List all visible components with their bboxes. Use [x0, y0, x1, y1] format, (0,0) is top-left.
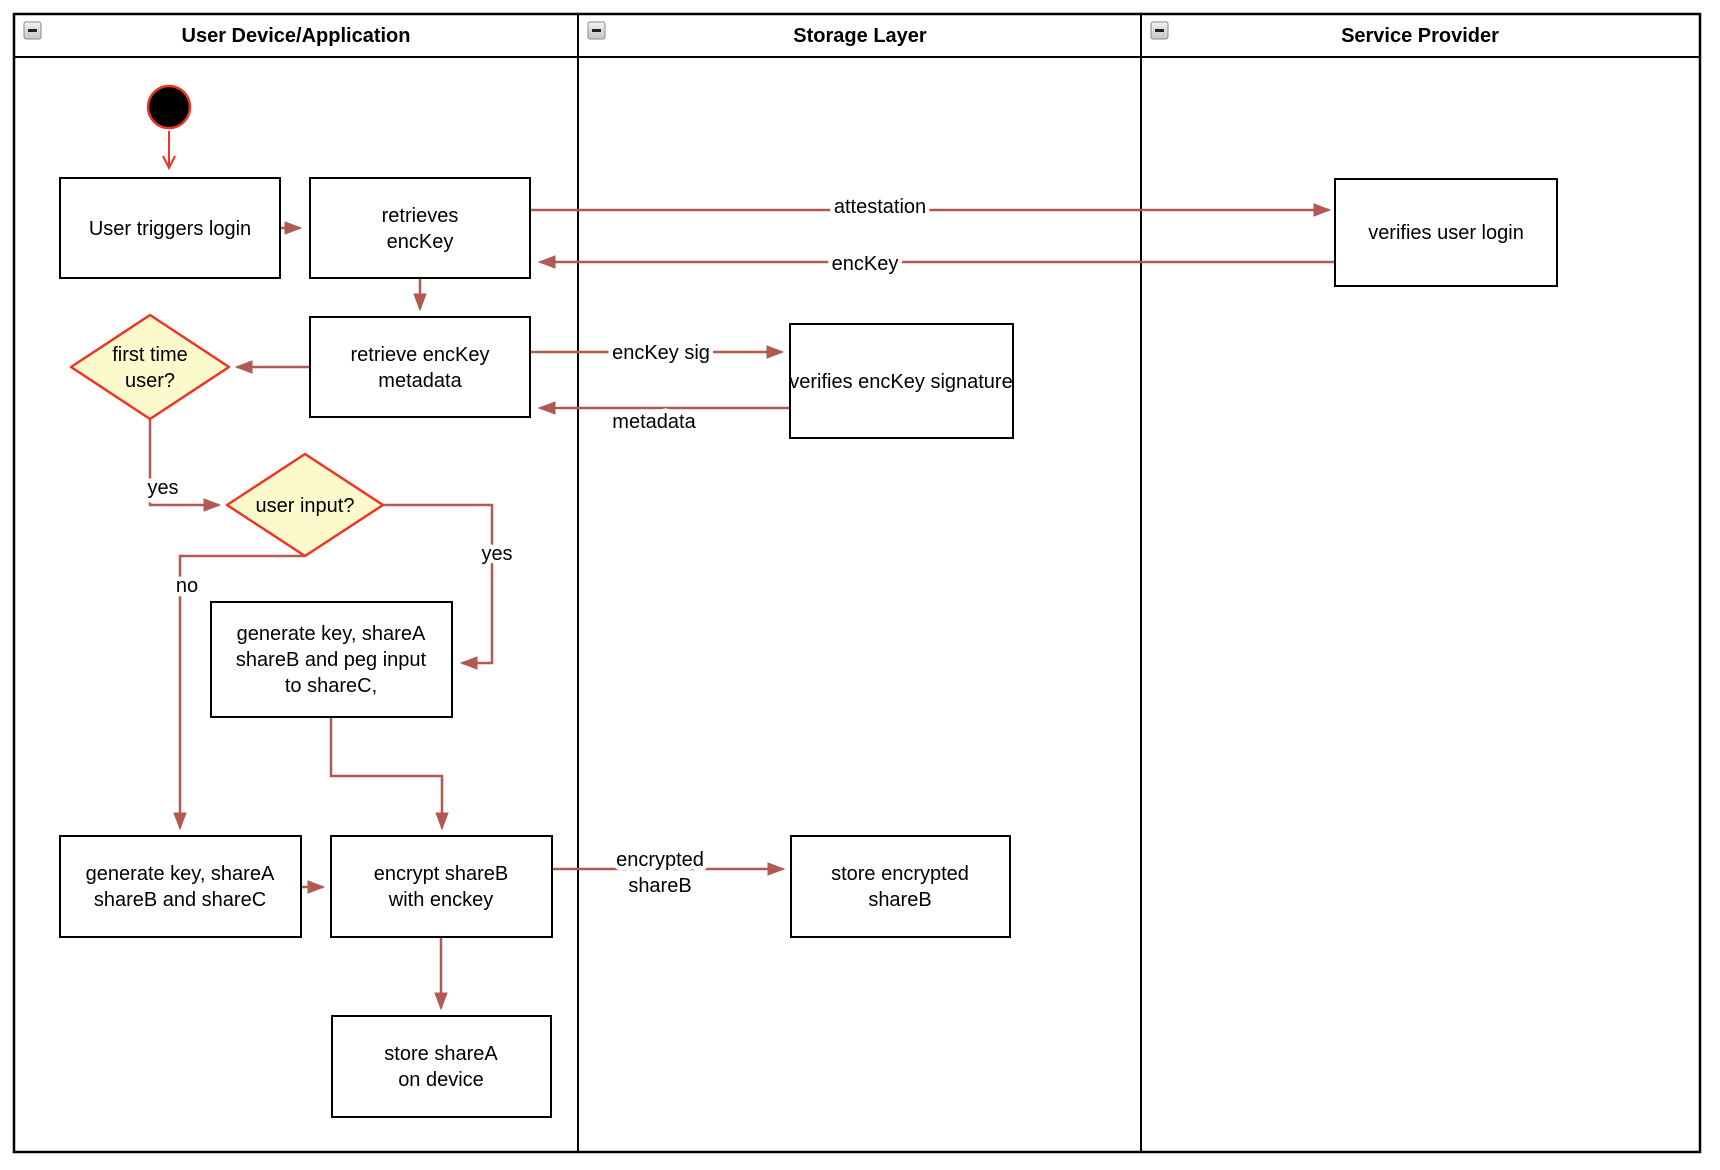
node-label-line1: generate key, shareA [237, 623, 426, 645]
node-generate-key-sharec[interactable]: generate key, shareA shareB and shareC [59, 835, 302, 938]
node-label: verifies encKey signature [789, 371, 1012, 393]
node-label-line2: shareB [868, 889, 931, 911]
node-verifies-enckey-signature[interactable]: verifies encKey signature [789, 323, 1014, 439]
edge-label-enckey-sig[interactable]: encKey sig [608, 338, 715, 369]
lane-header-service-provider[interactable]: Service Provider [1150, 21, 1499, 47]
node-store-sharea[interactable]: store shareA on device [331, 1015, 552, 1118]
lane-header-storage-layer[interactable]: Storage Layer [587, 21, 927, 47]
decision-first-time-user[interactable]: first time user? [69, 313, 231, 421]
node-store-encrypted-shareb[interactable]: store encrypted shareB [790, 835, 1011, 938]
node-label-line2: encKey [387, 231, 454, 253]
node-label-line3: to shareC, [285, 675, 377, 697]
edge-label-encrypted-shareb-line1[interactable]: encrypted [612, 845, 709, 876]
lane-title: Service Provider [1341, 25, 1499, 47]
edge-label-yes-first-time[interactable]: yes [143, 473, 183, 504]
node-label-line1: store shareA [384, 1043, 498, 1065]
node-generate-key-peg-input[interactable]: generate key, shareA shareB and peg inpu… [210, 601, 453, 718]
edge-label-encrypted-shareb-line2[interactable]: shareB [624, 871, 696, 902]
edge-labels: attestation encKey encKey sig metadata y… [143, 192, 931, 902]
swimlane-pool [12, 12, 1702, 1154]
edge-label-yes-user-input[interactable]: yes [477, 539, 517, 570]
node-label-line2: on device [398, 1069, 484, 1091]
node-label-line2: shareB and peg input [236, 649, 427, 671]
decision-user-input[interactable]: user input? [225, 452, 385, 558]
collapse-icon[interactable] [587, 21, 606, 40]
decision-label: user input? [256, 495, 355, 517]
node-label: User triggers login [89, 218, 251, 240]
node-label-line2: shareB and shareC [94, 889, 266, 911]
start-node[interactable] [146, 84, 192, 130]
edge-label-metadata[interactable]: metadata [608, 407, 701, 438]
decision-label-line2: user? [125, 370, 175, 392]
edge-peg-to-encrypt[interactable] [329, 717, 442, 828]
node-label: verifies user login [1368, 222, 1524, 244]
decision-label-line1: first time [112, 344, 188, 366]
node-label-line2: metadata [378, 370, 462, 392]
node-encrypt-shareb[interactable]: encrypt shareB with enckey [330, 835, 553, 938]
lane-title: User Device/Application [182, 25, 411, 47]
node-label-line1: retrieve encKey [351, 344, 490, 366]
node-retrieves-enckey[interactable]: retrieves encKey [309, 177, 531, 279]
node-user-triggers-login[interactable]: User triggers login [59, 177, 281, 279]
node-label-line1: encrypt shareB [374, 863, 509, 885]
edge-user-input-yes[interactable] [383, 503, 494, 663]
edge-first-time-yes[interactable] [148, 419, 219, 505]
node-label-line1: store encrypted [831, 863, 969, 885]
edge-label-no-user-input[interactable]: no [171, 571, 202, 602]
node-label-line1: retrieves [382, 205, 459, 227]
collapse-icon[interactable] [1150, 21, 1169, 40]
lane-header-user-device[interactable]: User Device/Application [23, 21, 411, 47]
node-label-line2: with enckey [388, 889, 494, 911]
collapse-icon[interactable] [23, 21, 42, 40]
node-label-line1: generate key, shareA [86, 863, 275, 885]
node-verifies-user-login[interactable]: verifies user login [1334, 178, 1558, 287]
pool-border [12, 12, 1702, 1154]
edge-label-attestation[interactable]: attestation [829, 192, 930, 223]
edge-user-input-no[interactable] [180, 554, 305, 828]
lane-title: Storage Layer [793, 25, 927, 47]
edge-label-enckey[interactable]: encKey [827, 249, 903, 280]
node-retrieve-enckey-metadata[interactable]: retrieve encKey metadata [309, 316, 531, 418]
edges [148, 131, 1335, 1008]
